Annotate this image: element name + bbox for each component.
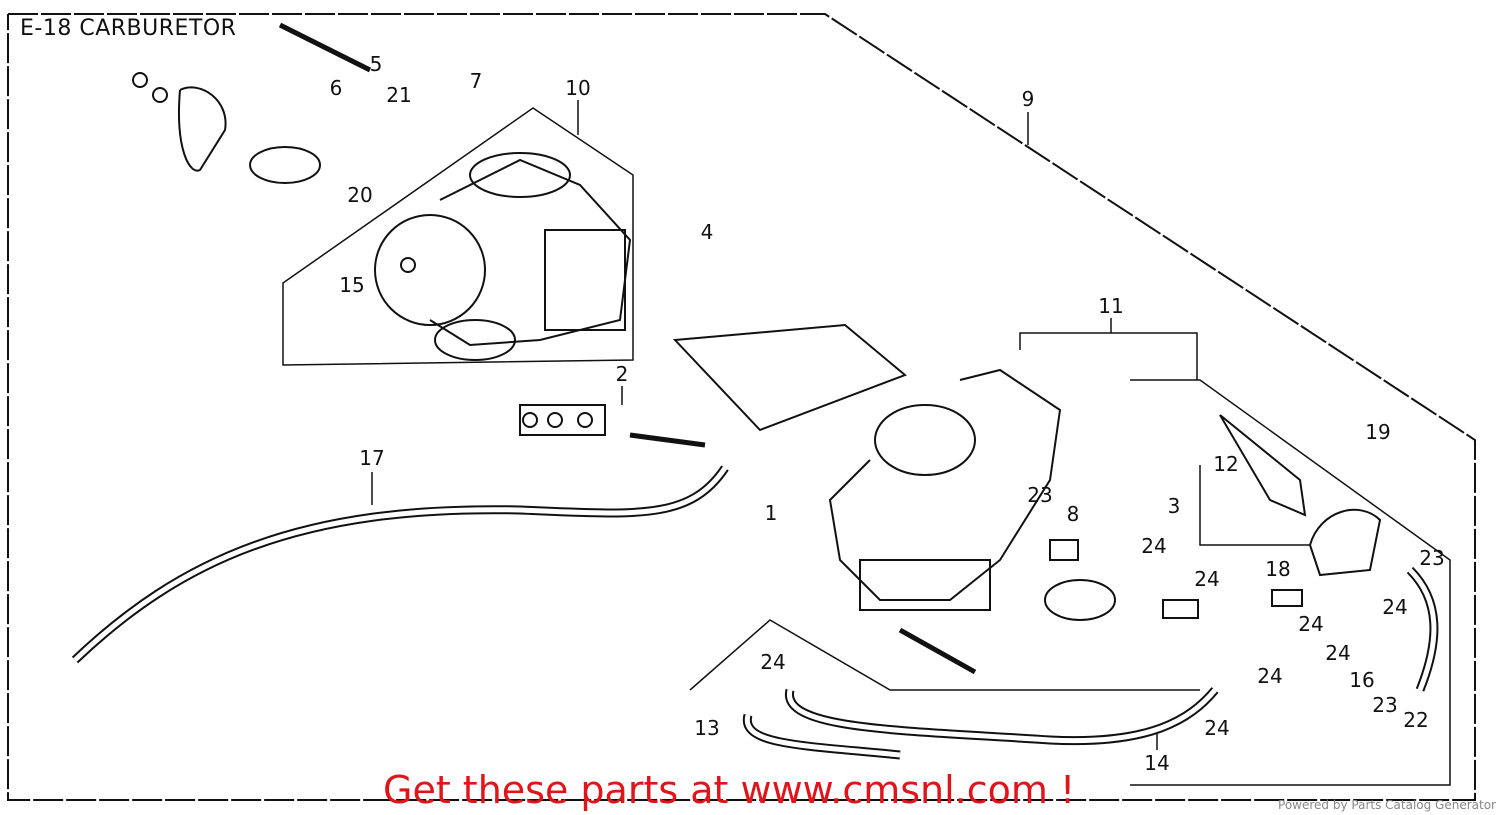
throttle-cable <box>71 465 729 664</box>
part-callout-19[interactable]: 19 <box>1365 420 1391 444</box>
part-callout-4[interactable]: 4 <box>700 220 714 244</box>
part-callout-23[interactable]: 23 <box>1027 483 1053 507</box>
part-callout-13[interactable]: 13 <box>694 716 720 740</box>
part-callout-14[interactable]: 14 <box>1144 751 1170 775</box>
part-callout-7[interactable]: 7 <box>469 69 483 93</box>
spring <box>178 86 1116 621</box>
part-callout-22[interactable]: 22 <box>1403 708 1429 732</box>
subframe-10 <box>282 107 634 366</box>
part-callout-1[interactable]: 1 <box>764 501 778 525</box>
part-callout-23[interactable]: 23 <box>1419 546 1445 570</box>
part-callout-24[interactable]: 24 <box>1325 641 1351 665</box>
part-callout-16[interactable]: 16 <box>1349 668 1375 692</box>
part-callout-8[interactable]: 8 <box>1066 502 1080 526</box>
part-callout-3[interactable]: 3 <box>1167 494 1181 518</box>
part-callout-24[interactable]: 24 <box>1257 664 1283 688</box>
part-callout-24[interactable]: 24 <box>1204 716 1230 740</box>
part-callout-17[interactable]: 17 <box>359 446 385 470</box>
part-callout-12[interactable]: 12 <box>1213 452 1239 476</box>
subframe-3 <box>1130 379 1451 786</box>
part-callout-24[interactable]: 24 <box>760 650 786 674</box>
part-callout-24[interactable]: 24 <box>1382 595 1408 619</box>
carburetor-upper <box>374 152 632 361</box>
part-callout-21[interactable]: 21 <box>386 83 412 107</box>
part-callout-24[interactable]: 24 <box>1298 612 1324 636</box>
part-callout-23[interactable]: 23 <box>1372 693 1398 717</box>
part-callout-18[interactable]: 18 <box>1265 557 1291 581</box>
part-callout-24[interactable]: 24 <box>1141 534 1167 558</box>
powered-by-text: Powered by Parts Catalog Generator <box>1278 798 1496 812</box>
part-callout-15[interactable]: 15 <box>339 273 365 297</box>
promo-link[interactable]: Get these parts at www.cmsnl.com ! <box>383 768 1076 812</box>
part-callout-11[interactable]: 11 <box>1098 294 1124 318</box>
part-callout-6[interactable]: 6 <box>329 76 343 100</box>
frame-outline <box>7 13 1476 801</box>
part-callout-24[interactable]: 24 <box>1194 567 1220 591</box>
part-callout-5[interactable]: 5 <box>369 52 383 76</box>
part-callout-9[interactable]: 9 <box>1021 87 1035 111</box>
carburetor-lower <box>828 368 1062 611</box>
subframe-14 <box>689 619 1200 691</box>
part-callout-10[interactable]: 10 <box>565 76 591 100</box>
page-title: E-18 CARBURETOR <box>20 16 237 41</box>
part-callout-20[interactable]: 20 <box>347 183 373 207</box>
part-callout-2[interactable]: 2 <box>615 362 629 386</box>
